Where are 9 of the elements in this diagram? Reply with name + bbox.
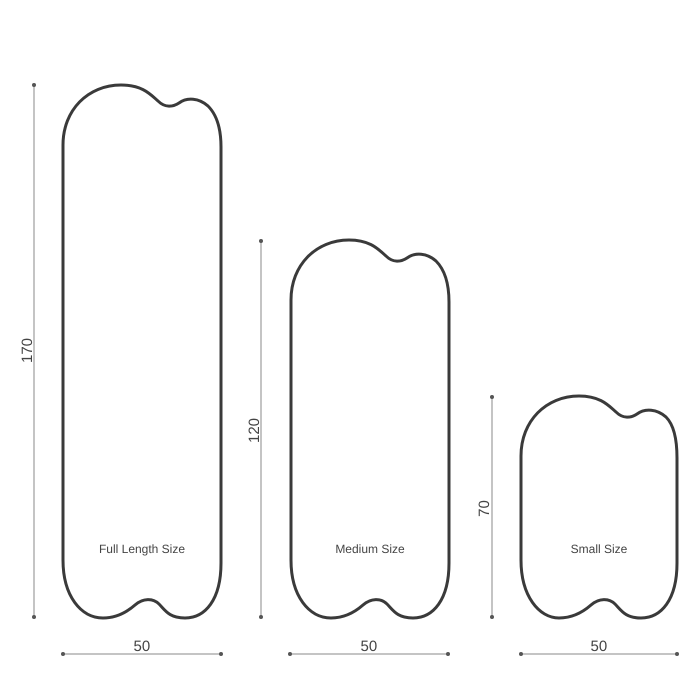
dimension-label: 120 xyxy=(246,417,263,443)
dimension-label: 50 xyxy=(134,638,150,654)
dimension-label: 70 xyxy=(475,500,492,516)
dimension-label: 50 xyxy=(360,638,378,654)
size-label: Small Size xyxy=(570,542,628,556)
dimension-label: 50 xyxy=(590,638,608,654)
dimension-label: 170 xyxy=(18,337,36,363)
size-label: Full Length Size xyxy=(98,542,186,556)
size-label: Medium Size xyxy=(334,542,406,556)
